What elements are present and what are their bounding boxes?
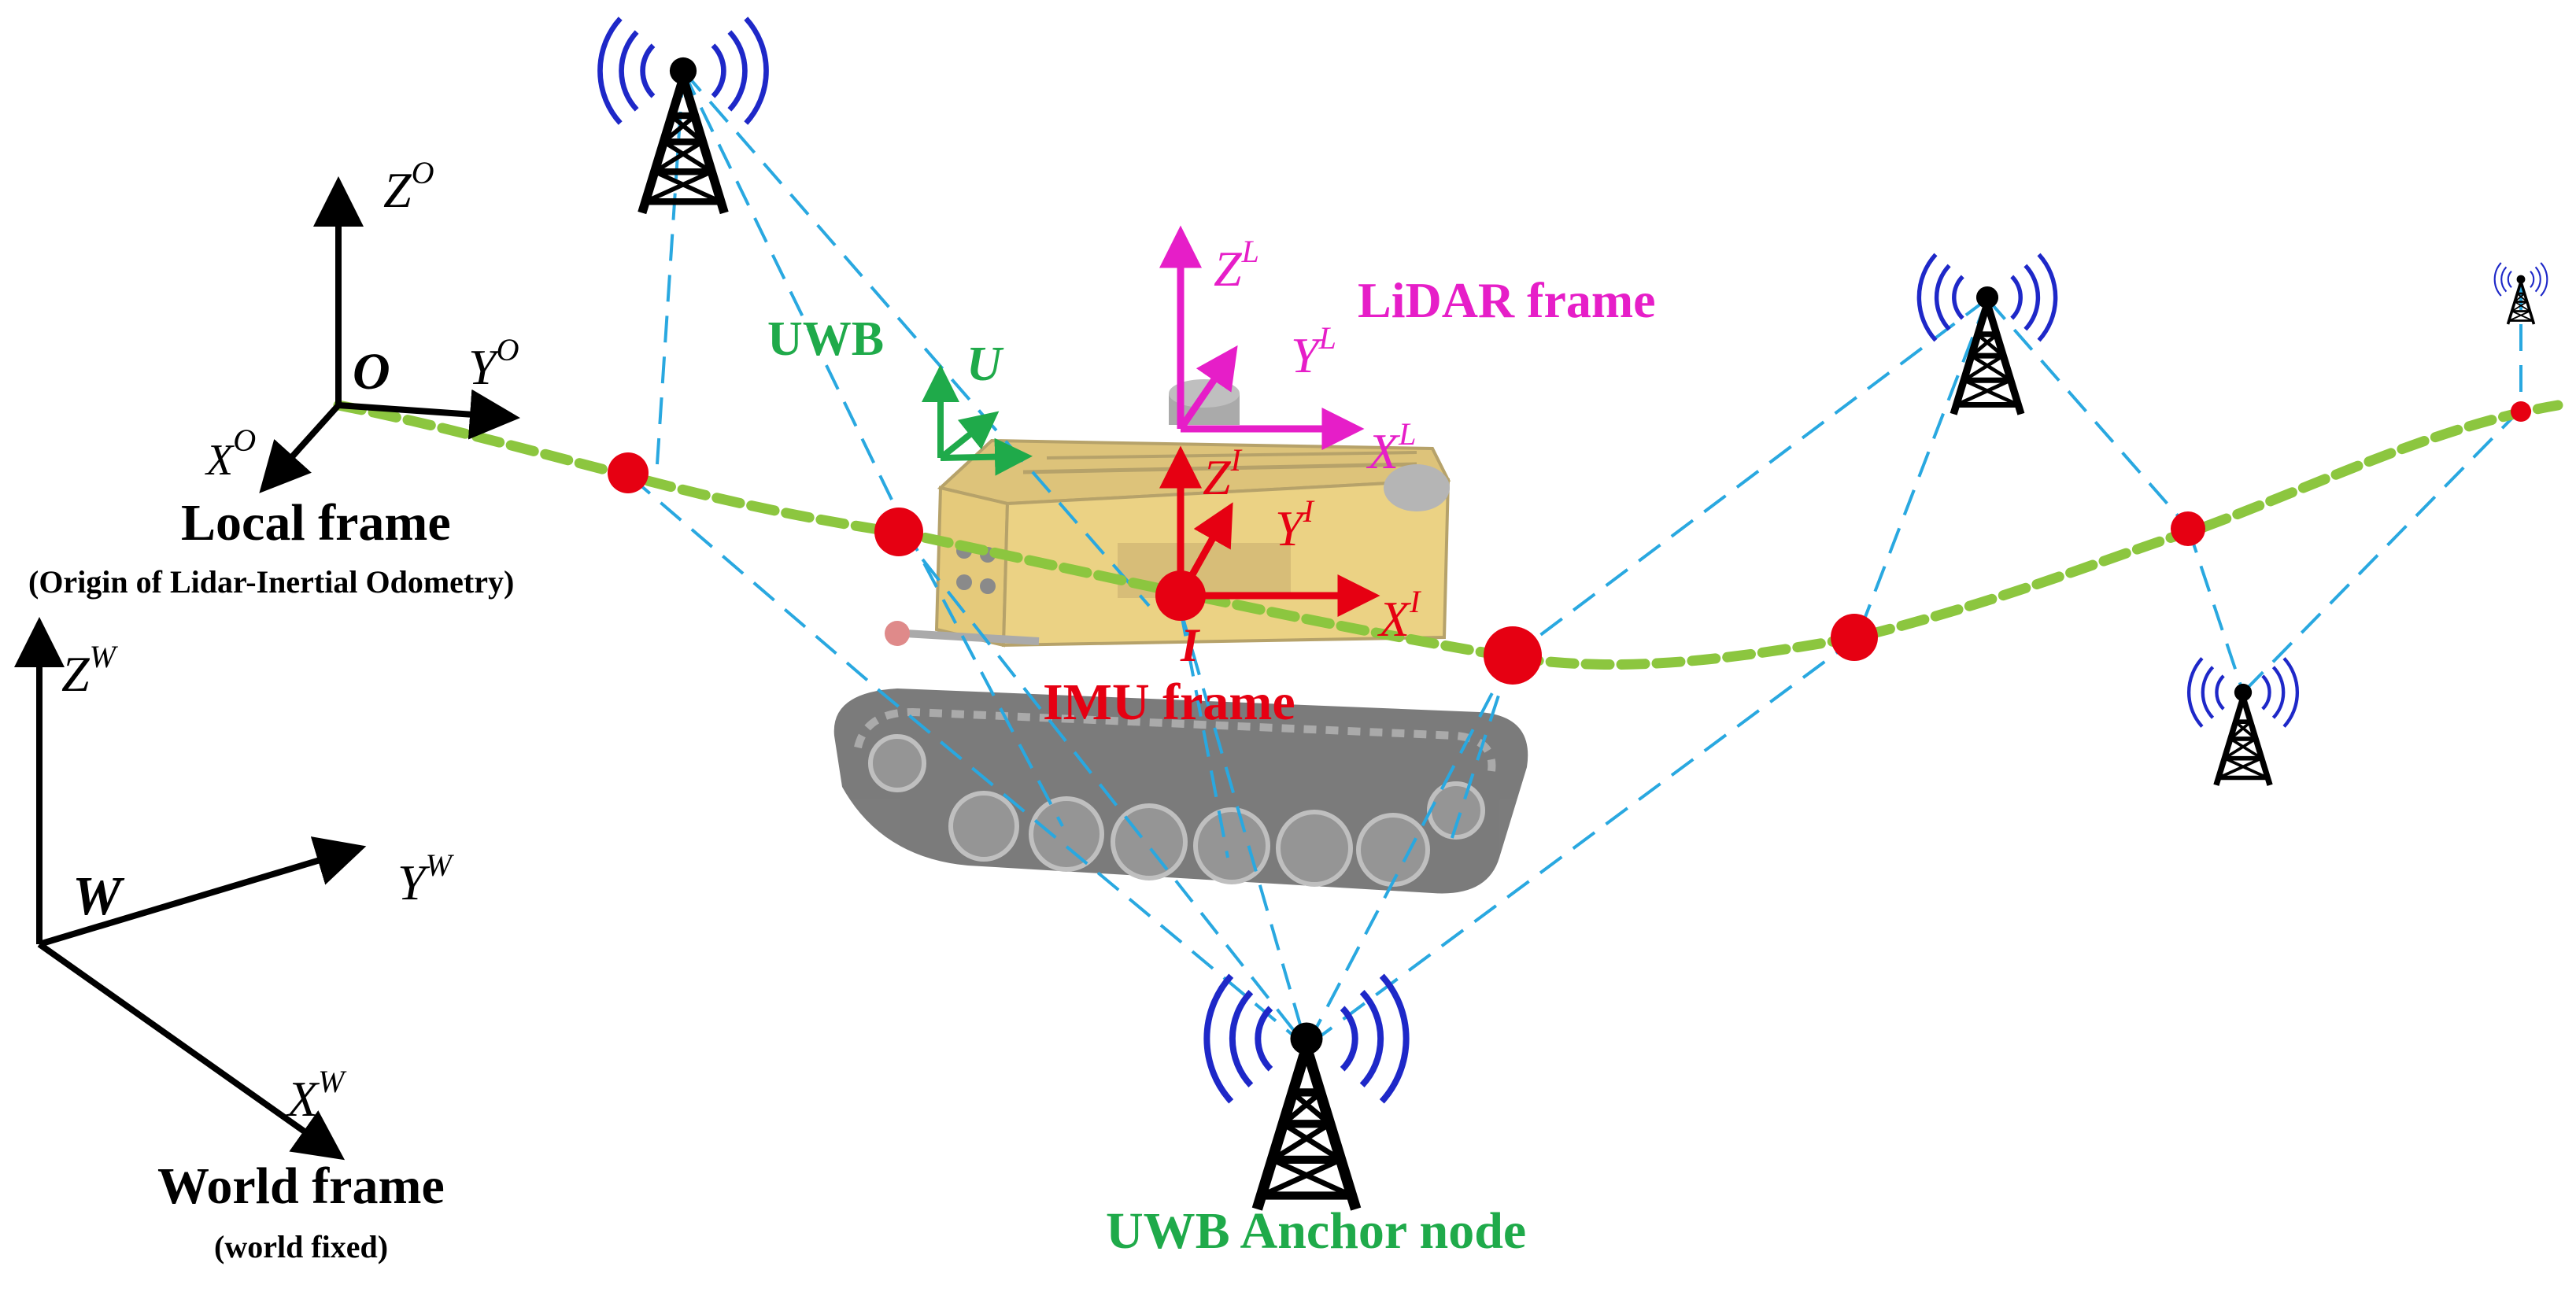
- lidar-frame-axes: [1159, 225, 1365, 450]
- uwb-anchor-tower-icon: [600, 18, 766, 212]
- local-frame-subtitle: (Origin of Lidar-Inertial Odometry): [28, 564, 515, 600]
- uwb-frame-axes: [922, 364, 1033, 476]
- lidar-frame-title: LiDAR frame: [1358, 272, 1656, 328]
- imu-y-label: YI: [1275, 493, 1314, 556]
- world-x-label: XW: [287, 1064, 345, 1127]
- uwb-frame-letter: U: [966, 338, 1002, 391]
- trajectory-point-marker: [1484, 626, 1542, 685]
- local-x-label: XO: [206, 423, 257, 485]
- world-z-label: ZW: [61, 639, 116, 702]
- world-frame-axes: [14, 617, 367, 1161]
- lidar-y-label: YL: [1291, 320, 1336, 383]
- imu-frame-title: IMU frame: [1043, 674, 1295, 731]
- trajectory-point-marker: [1831, 614, 1878, 661]
- world-frame-title: World frame: [157, 1157, 445, 1215]
- trajectory-point-marker: [2171, 511, 2205, 546]
- uwb-anchor-node-label: UWB Anchor node: [1106, 1202, 1527, 1260]
- uwb-label: UWB: [767, 312, 885, 366]
- trajectory-point-marker: [874, 508, 923, 556]
- lidar-z-label: ZL: [1214, 234, 1259, 297]
- imu-z-label: ZI: [1203, 442, 1241, 505]
- imu-frame-axes: [1159, 445, 1380, 617]
- lidar-x-label: XL: [1368, 416, 1417, 479]
- world-origin-label: W: [72, 866, 122, 927]
- uwb-anchor-tower-icon: [2493, 261, 2549, 326]
- imu-origin-label: I: [1181, 619, 1199, 671]
- uwb-anchor-tower-icon: [2189, 659, 2297, 785]
- local-frame-title: Local frame: [181, 494, 451, 552]
- robot-photo: [833, 379, 1528, 894]
- trajectory-point-marker: [608, 452, 649, 493]
- world-y-label: YW: [397, 847, 452, 910]
- uwb-range-lines: [628, 69, 2522, 1048]
- local-y-label: YO: [468, 332, 519, 395]
- uwb-anchor-tower-icon: [1207, 976, 1406, 1209]
- local-frame-axes: [259, 176, 520, 493]
- world-frame-subtitle: (world fixed): [214, 1229, 389, 1264]
- trajectory-point-marker: [2511, 401, 2531, 422]
- local-origin-label: O: [353, 343, 390, 401]
- imu-x-label: XI: [1379, 584, 1421, 647]
- local-z-label: ZO: [383, 155, 434, 218]
